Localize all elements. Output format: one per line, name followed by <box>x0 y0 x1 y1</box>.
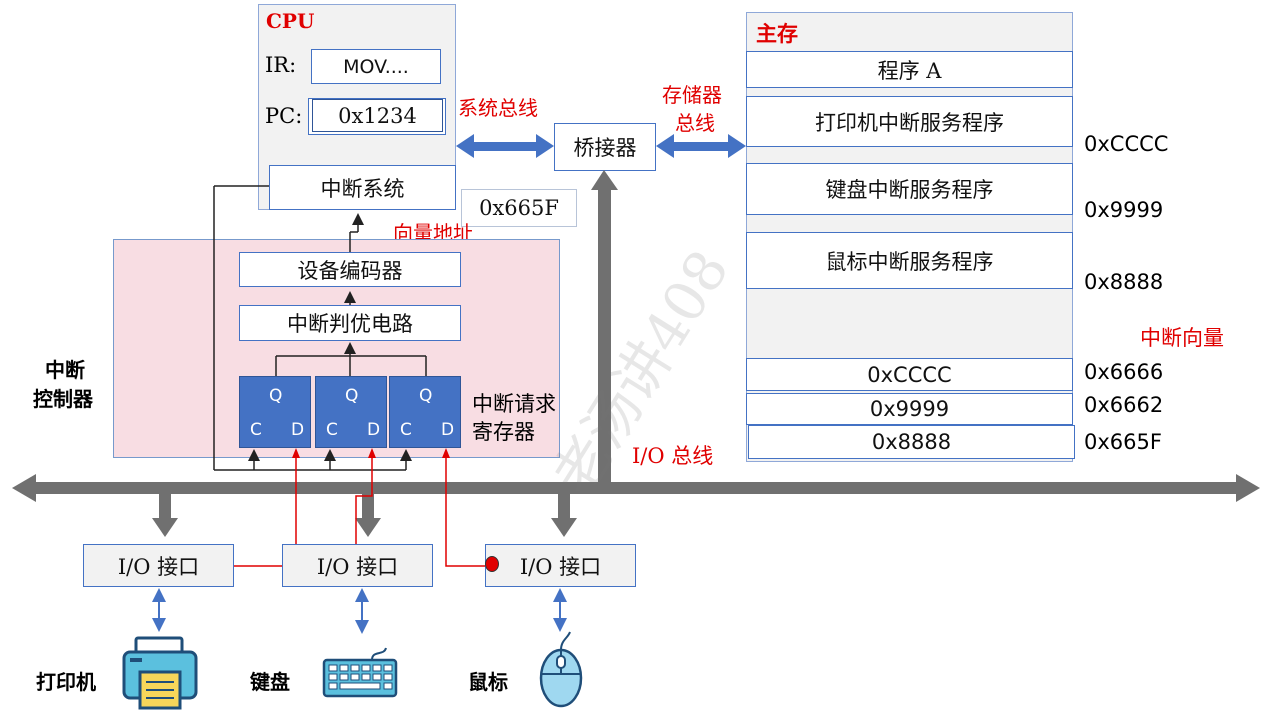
memory-bus-arrow <box>656 134 746 158</box>
device-label-keyboard: 键盘 <box>250 670 290 694</box>
addr-keyboard: 0x9999 <box>1084 198 1164 222</box>
controller-label-2: 控制器 <box>33 387 93 411</box>
ff-c: C <box>250 420 262 440</box>
flip-flop: Q C D <box>239 376 311 448</box>
vector-address: 0x6666 <box>1084 360 1164 384</box>
addr-printer: 0xCCCC <box>1084 132 1169 156</box>
io-interface-printer: I/O 接口 <box>83 544 234 587</box>
device-links <box>152 588 567 634</box>
vector-address: 0x6662 <box>1084 393 1164 417</box>
ff-d: D <box>441 420 455 440</box>
keyboard-icon <box>322 647 398 698</box>
io-bus-label: I/O 总线 <box>632 444 714 468</box>
vector-address: 0x665F <box>1084 430 1162 454</box>
device-label-mouse: 鼠标 <box>468 670 508 694</box>
priority-circuit: 中断判优电路 <box>239 305 461 341</box>
memory-bus-label-1: 存储器 <box>662 83 722 107</box>
ff-q: Q <box>345 386 359 406</box>
bridge: 桥接器 <box>554 123 656 171</box>
controller-label-1: 中断 <box>45 358 85 382</box>
io-bus <box>12 474 1260 502</box>
vector-row: 0xCCCC <box>746 358 1073 391</box>
memory-title: 主存 <box>756 21 798 46</box>
mouse-isr: 鼠标中断服务程序 <box>746 232 1073 289</box>
system-bus-arrow <box>456 134 554 158</box>
flip-flop: Q C D <box>315 376 387 448</box>
printer-icon <box>122 636 198 710</box>
interrupt-system: 中断系统 <box>269 165 456 210</box>
bridge-bus-link <box>591 170 618 484</box>
keyboard-isr: 键盘中断服务程序 <box>746 163 1073 215</box>
addr-mouse: 0x8888 <box>1084 270 1164 294</box>
controller-wiring <box>213 185 427 471</box>
vector-address-box: 0x665F <box>461 189 577 227</box>
io-interface-keyboard: I/O 接口 <box>282 544 433 587</box>
ff-c: C <box>400 420 412 440</box>
memory-bus-label-2: 总线 <box>675 111 715 135</box>
ff-c: C <box>326 420 338 440</box>
ff-d: D <box>291 420 305 440</box>
vector-row: 0x9999 <box>746 393 1073 425</box>
request-register-label-1: 中断请求 <box>472 392 556 416</box>
mouse-icon <box>539 631 583 708</box>
ff-d: D <box>367 420 381 440</box>
system-bus-label: 系统总线 <box>458 96 538 120</box>
ir-register: MOV.... <box>311 49 441 84</box>
program-a: 程序 A <box>746 51 1073 88</box>
pc-label: PC: <box>265 104 303 128</box>
io-interface-mouse: I/O 接口 <box>485 544 636 587</box>
ir-label: IR: <box>265 53 297 77</box>
device-label-printer: 打印机 <box>36 670 96 694</box>
ff-q: Q <box>419 386 433 406</box>
cpu-title: CPU <box>266 9 315 33</box>
request-register-label-2: 寄存器 <box>472 420 535 444</box>
pc-value: 0x1234 <box>312 99 443 132</box>
ff-q: Q <box>269 386 283 406</box>
request-dot <box>485 556 499 572</box>
printer-isr: 打印机中断服务程序 <box>746 96 1073 147</box>
flip-flop: Q C D <box>389 376 461 448</box>
vector-row: 0x8888 <box>748 425 1075 459</box>
device-encoder: 设备编码器 <box>239 252 461 287</box>
vector-title: 中断向量 <box>1140 326 1224 350</box>
interface-bus-drops <box>152 494 577 537</box>
